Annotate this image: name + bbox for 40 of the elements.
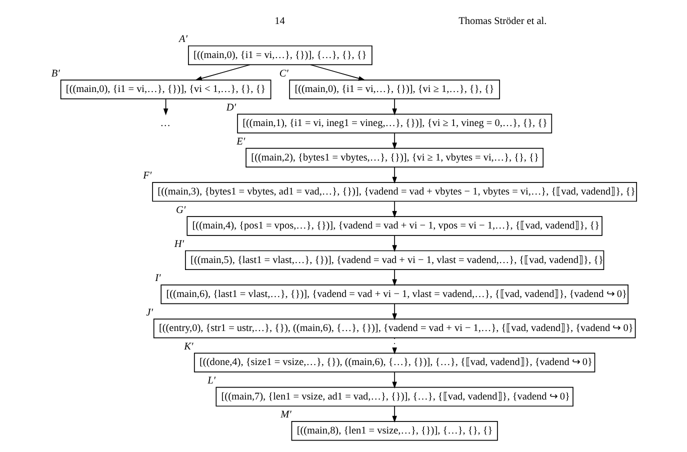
node-box: [((main,4), {pos1 = vpos,…}, {})], {vadend = vad + vi − 1, vpos = vi − 1,…}, {⟦vad, vadend⟧}, {} (186, 216, 602, 236)
node-label: K′ (184, 341, 193, 352)
node-label: I′ (154, 273, 160, 284)
arrow (392, 269, 396, 286)
node-text: … (160, 118, 170, 130)
label: Thomas Ströder et al. (458, 16, 546, 27)
node-box: [((main,7), {len1 = vsize, ad1 = vad,…}, {})], {…}, {⟦vad, vadend⟧}, {vadend ↪ 0} (215, 386, 573, 407)
node-label: C′ (278, 68, 288, 80)
node-box: [((main,0), {i1 = vi,…}, {})], {vi < 1,…}, {}, {} (60, 80, 271, 100)
node-label: M′ (280, 410, 291, 421)
node-box: [((main,0), {i1 = vi,…}, {})], {vi ≥ 1,…}, {}, {} (288, 80, 500, 100)
node-label: G′ (176, 204, 186, 216)
arrow (392, 372, 396, 389)
node-box: [((main,3), {bytes1 = vbytes, ad1 = vad,…}, {})], {vadend = vad + vbytes − 1, vbytes = vi,…}, {⟦vad, vadend⟧}, {} (152, 182, 637, 202)
node-label: B′ (50, 68, 60, 80)
node-label: A′ (178, 34, 188, 46)
node-box: [((main,2), {bytes1 = vbytes,…}, {})], {vi ≥ 1, vbytes = vi,…}, {}, {} (245, 148, 544, 168)
node-box: [((main,8), {len1 = vsize,…}, {})], {…}, {}, {} (290, 421, 498, 441)
node-label: D′ (226, 102, 236, 114)
arrow (392, 304, 396, 320)
arrow (392, 201, 396, 218)
node-label: H′ (174, 239, 184, 250)
arrow (392, 338, 396, 354)
arrow (162, 98, 168, 116)
node-box: [((main,5), {last1 = vlast,…}, {})], {vadend = vad + vi − 1, vlast = vadend,…}, {⟦vad, vadend⟧}, {} (184, 250, 604, 270)
arrow (392, 406, 396, 423)
node-box: [((done,4), {size1 = vsize,…}, {}), ((main,6), {…}, {})], {…}, {⟦vad, vadend⟧}, {vadend ↪ 0} (193, 352, 595, 372)
node-box: [((main,0), {i1 = vi,…}, {})], {…}, {}, {} (188, 45, 372, 66)
node-label: F′ (142, 170, 152, 182)
node-label: J′ (146, 307, 152, 318)
label: 14 (274, 16, 284, 27)
arrow (392, 98, 396, 116)
node-box: [((main,6), {last1 = vlast,…}, {})], {vadend = vad + vi − 1, vlast = vadend,…}, {⟦vad, vadend⟧}, {vadend ↪ 0} (160, 284, 628, 304)
node-box: [((entry,0), {str1 = ustr,…}, {}), ((main,6), {…}, {})], {vadend = vad + vi − 1,…}, {⟦vad, vadend⟧}, {vadend ↪ 0} (152, 318, 636, 338)
node-label: E′ (236, 136, 245, 148)
node-box: [((main,1), {i1 = vi, ineg1 = vineg,…}, {})], {vi ≥ 1, vineg = 0,…}, {}, {} (236, 114, 552, 134)
arrow (392, 132, 396, 150)
arrow (392, 167, 396, 184)
node-label: L′ (207, 376, 216, 387)
arrow (392, 235, 396, 252)
